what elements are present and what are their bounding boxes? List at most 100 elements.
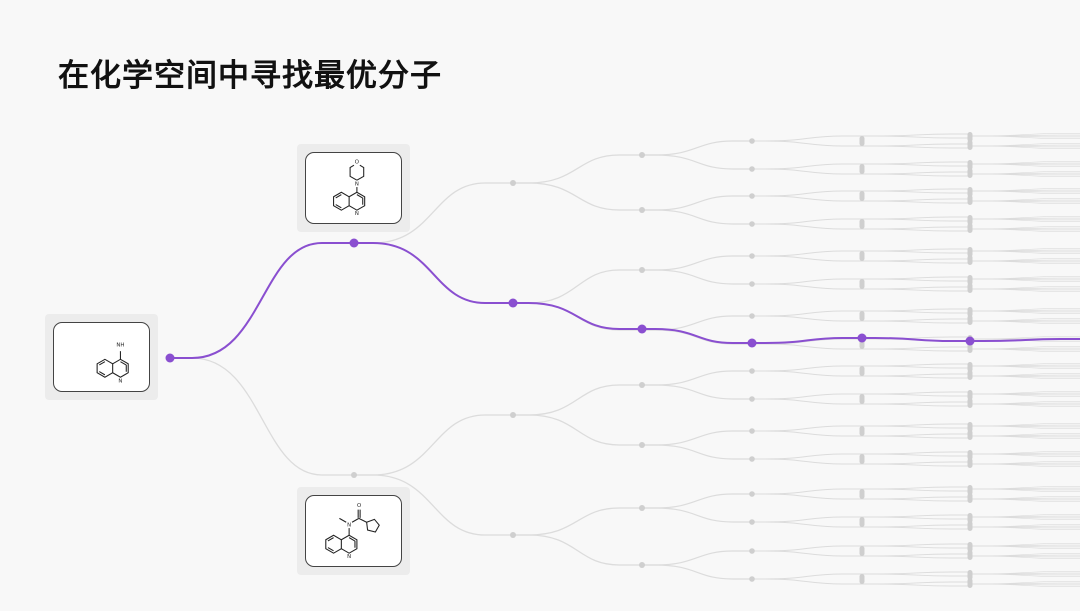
- optimal-path-segment: [354, 242, 513, 304]
- optimal-path-node: [965, 336, 975, 346]
- branch-line: [862, 173, 970, 177]
- branch-line: [862, 250, 970, 254]
- tree-node: [967, 168, 973, 178]
- atom-label: N: [347, 554, 351, 560]
- branch-line: [752, 278, 862, 285]
- tree-node: [967, 493, 973, 503]
- branch-line: [862, 498, 970, 502]
- optimal-path-segment: [513, 302, 642, 330]
- atom-label: N: [118, 378, 122, 384]
- branch-line: [752, 453, 862, 460]
- tree-node: [749, 396, 755, 402]
- branch-line: [970, 135, 1080, 140]
- branch-line: [970, 228, 1080, 233]
- branch-line: [354, 414, 513, 476]
- tree-node: [967, 542, 973, 552]
- branch-line: [862, 435, 970, 439]
- tree-node: [859, 164, 865, 174]
- branch-line: [970, 463, 1080, 468]
- branch-line: [970, 516, 1080, 521]
- branch-line: [642, 195, 752, 211]
- branch-line: [752, 370, 862, 377]
- molecule-card-start: NH N: [45, 314, 158, 400]
- tree-node: [967, 390, 973, 400]
- tree-node: [859, 191, 865, 201]
- branch-line: [862, 163, 970, 167]
- branch-line: [862, 190, 970, 194]
- branch-line: [970, 348, 1080, 353]
- branch-line: [752, 393, 862, 400]
- branch-line: [752, 425, 862, 432]
- optimal-path-node: [637, 324, 647, 334]
- tree-node: [967, 578, 973, 588]
- branch-line: [970, 425, 1080, 430]
- page-title: 在化学空间中寻找最优分子: [58, 58, 442, 94]
- tree-node: [749, 519, 755, 525]
- branch-line: [642, 209, 752, 225]
- branch-line: [970, 163, 1080, 168]
- tree-node: [967, 195, 973, 205]
- tree-node: [967, 521, 973, 531]
- tree-node: [749, 491, 755, 497]
- branch-line: [513, 384, 642, 416]
- branch-line: [642, 550, 752, 566]
- branch-line: [513, 269, 642, 304]
- tree-node: [967, 485, 973, 495]
- tree-node: [749, 313, 755, 319]
- tree-node: [510, 412, 516, 418]
- tree-node: [967, 132, 973, 142]
- tree-node: [967, 570, 973, 580]
- tree-node: [749, 253, 755, 259]
- tree-node: [967, 450, 973, 460]
- tree-node: [859, 517, 865, 527]
- molecule-card-upper: O N N: [297, 144, 410, 232]
- tree-node: [967, 513, 973, 523]
- tree-node: [859, 394, 865, 404]
- tree-node: [967, 283, 973, 293]
- branch-line: [642, 315, 752, 331]
- branch-line: [970, 260, 1080, 265]
- branch-line: [970, 393, 1080, 398]
- branch-line: [752, 521, 862, 528]
- tree-node: [510, 532, 516, 538]
- branch-line: [970, 320, 1080, 325]
- tree-node: [749, 138, 755, 144]
- tree-node: [967, 430, 973, 440]
- tree-node: [967, 458, 973, 468]
- branch-line: [862, 365, 970, 369]
- tree-node: [859, 426, 865, 436]
- branch-line: [970, 365, 1080, 370]
- atom-label: N: [355, 182, 359, 188]
- branch-line: [752, 255, 862, 262]
- branch-line: [752, 343, 862, 350]
- branch-line: [862, 218, 970, 222]
- branch-line: [642, 507, 752, 523]
- branch-line: [354, 182, 513, 244]
- branch-line: [752, 488, 862, 495]
- tree-node: [967, 343, 973, 353]
- branch-line: [862, 348, 970, 352]
- tree-node: [639, 267, 645, 273]
- branch-line: [642, 564, 752, 580]
- branch-line: [642, 384, 752, 400]
- branch-line: [862, 260, 970, 264]
- branch-line: [513, 182, 642, 211]
- branch-line: [513, 534, 642, 566]
- branch-line: [513, 507, 642, 536]
- branch-line: [970, 403, 1080, 408]
- branch-line: [752, 550, 862, 557]
- branch-line: [862, 555, 970, 559]
- tree-node: [859, 136, 865, 146]
- branch-line: [642, 430, 752, 446]
- branch-line: [970, 375, 1080, 380]
- tree-node: [967, 315, 973, 325]
- atom-label: NH: [116, 342, 124, 348]
- tree-node: [639, 382, 645, 388]
- tree-node: [859, 546, 865, 556]
- branch-line: [970, 288, 1080, 293]
- branch-line: [862, 545, 970, 549]
- tree-node: [639, 207, 645, 213]
- branch-line: [970, 310, 1080, 315]
- branch-line: [862, 488, 970, 492]
